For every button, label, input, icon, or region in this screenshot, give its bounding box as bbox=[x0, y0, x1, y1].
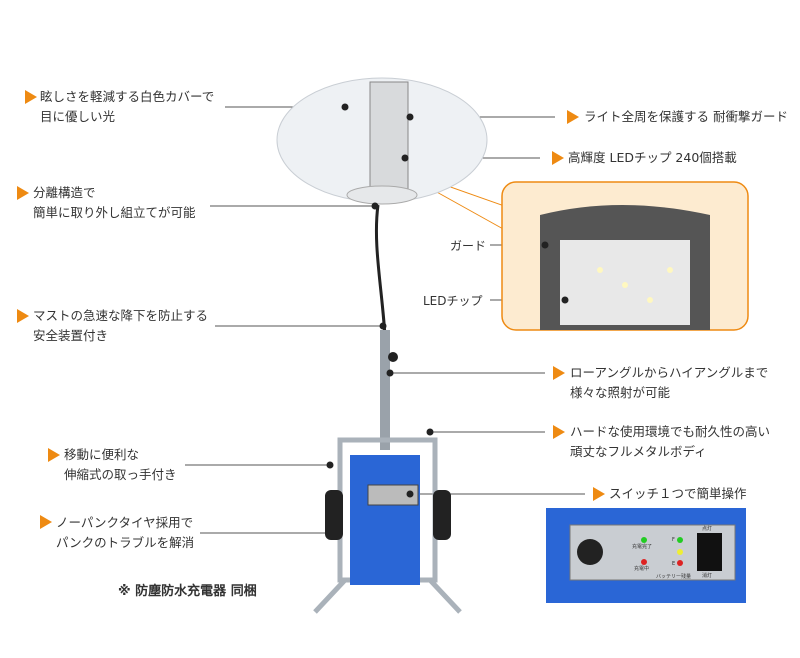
arrow-icon bbox=[48, 448, 60, 462]
panel-charging: 充電中 bbox=[634, 565, 649, 572]
callout-switch: スイッチ１つで簡単操作 bbox=[609, 484, 747, 504]
tire-left bbox=[325, 490, 343, 540]
callout-guard: ライト全周を保護する 耐衝撃ガード bbox=[584, 107, 788, 127]
callout-text: 安全装置付き bbox=[33, 328, 109, 343]
tire-right bbox=[433, 490, 451, 540]
callout-handle: 移動に便利な伸縮式の取っ手付き bbox=[64, 445, 177, 485]
callout-text: マストの急速な降下を防止する bbox=[33, 308, 209, 323]
panel-battery: バッテリー残量 bbox=[656, 573, 691, 580]
callout-text: ローアングルからハイアングルまで bbox=[570, 365, 769, 380]
arrow-icon bbox=[553, 425, 565, 439]
panel-on: 点灯 bbox=[702, 525, 712, 532]
arrow-icon bbox=[553, 366, 565, 380]
callout-text: ハードな使用環境でも耐久性の高い bbox=[570, 424, 771, 439]
led-core bbox=[369, 81, 409, 193]
panel-full: F bbox=[672, 537, 675, 543]
callout-text: スイッチ１つで簡単操作 bbox=[609, 486, 747, 501]
inset-led-label: LEDチップ bbox=[423, 294, 483, 308]
arrow-icon bbox=[552, 151, 564, 165]
callout-text: 分離構造で bbox=[33, 185, 96, 200]
callout-text: ノーパンクタイヤ採用で bbox=[56, 515, 194, 530]
callout-body: ハードな使用環境でも耐久性の高い頑丈なフルメタルボディ bbox=[570, 422, 770, 462]
callout-text: 移動に便利な bbox=[64, 447, 140, 462]
callout-text: 様々な照射が可能 bbox=[570, 385, 671, 400]
arrow-icon bbox=[40, 515, 52, 529]
callout-text: ライト全周を保護する 耐衝撃ガード bbox=[584, 109, 788, 124]
arrow-icon bbox=[17, 309, 29, 323]
callout-text: パンクのトラブルを解消 bbox=[56, 535, 195, 550]
callout-cover: 眩しさを軽減する白色カバーで目に優しい光 bbox=[40, 87, 214, 127]
arrow-icon bbox=[17, 186, 29, 200]
callout-text: 高輝度 LEDチップ 240個搭載 bbox=[568, 150, 737, 165]
panel-empty: E bbox=[672, 561, 675, 567]
callout-tires: ノーパンクタイヤ採用でパンクのトラブルを解消 bbox=[56, 513, 194, 553]
panel-charged: 充電完了 bbox=[632, 543, 652, 550]
callout-text: 頑丈なフルメタルボディ bbox=[570, 444, 707, 459]
callout-angle: ローアングルからハイアングルまで様々な照射が可能 bbox=[570, 363, 768, 403]
callout-text: 簡単に取り外し組立てが可能 bbox=[33, 205, 196, 220]
callout-safety: マストの急速な降下を防止する安全装置付き bbox=[33, 306, 208, 346]
callout-text: 伸縮式の取っ手付き bbox=[64, 467, 177, 482]
included-charger-note: ※ 防塵防水充電器 同梱 bbox=[118, 584, 257, 599]
callout-text: 目に優しい光 bbox=[40, 109, 116, 124]
callout-led: 高輝度 LEDチップ 240個搭載 bbox=[568, 148, 737, 168]
panel-off: 消灯 bbox=[702, 572, 712, 579]
callout-separable: 分離構造で簡単に取り外し組立てが可能 bbox=[33, 183, 196, 223]
mast bbox=[380, 330, 390, 450]
arrow-icon bbox=[593, 487, 605, 501]
inset-guard-label: ガード bbox=[450, 239, 487, 253]
arrow-icon bbox=[567, 110, 579, 124]
callout-text: 眩しさを軽減する白色カバーで bbox=[40, 89, 215, 104]
blue-body bbox=[350, 455, 420, 585]
arrow-icon bbox=[25, 90, 37, 104]
